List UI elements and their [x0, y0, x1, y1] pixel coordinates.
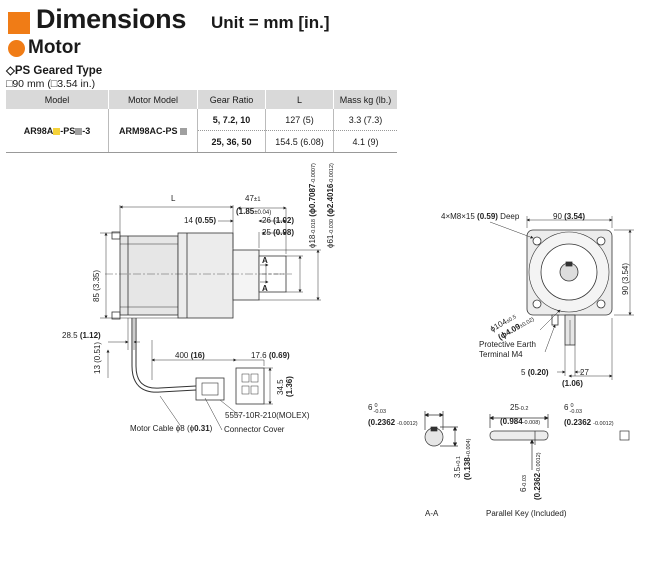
model-yellow-marker	[53, 127, 61, 135]
model-gray-marker	[75, 127, 83, 135]
connector-label: 5557-10R-210(MOLEX)	[225, 411, 310, 420]
section-label: A-A	[425, 509, 439, 518]
dim-34: 34.5	[276, 379, 285, 395]
length-cell: 127 (5)	[265, 109, 334, 131]
dim-L: L	[171, 194, 176, 203]
spec-table: Model Motor Model Gear Ratio L Mass kg (…	[6, 90, 397, 153]
dim-17: 17.6 (0.69)	[251, 351, 290, 360]
section-marker-dot	[8, 40, 25, 57]
section-arrow-a: A	[262, 284, 268, 293]
gear-ratio-cell: 5, 7.2, 10	[197, 109, 266, 131]
model-cell: AR98A -PS -3	[6, 109, 109, 153]
gear-ratio-cell: 25, 36, 50	[197, 130, 266, 153]
motor-model-text: ARM98AC-PS	[118, 125, 178, 136]
model-mid: -PS	[60, 125, 76, 136]
key-vertical-dim: 6-0.03	[519, 475, 528, 492]
motor-front-view	[526, 229, 613, 346]
page-title: Dimensions	[36, 4, 187, 34]
dim-26: 26 (1.02)	[262, 216, 294, 225]
dim-25: 25 (0.98)	[262, 228, 294, 237]
earth-label: Protective Earth	[479, 340, 536, 349]
dim-47-in: (1.85±0.04)	[236, 207, 271, 216]
dim-5: 5 (0.20)	[521, 368, 549, 377]
length-cell: 154.5 (6.08)	[265, 130, 334, 153]
cable-label: Motor Cable ϕ8 (ϕ0.31)	[130, 424, 213, 433]
col-header: Mass kg (lb.)	[333, 90, 397, 109]
dim-28: 28.5 (1.12)	[62, 331, 101, 340]
unit-label: Unit = mm [in.]	[211, 13, 330, 32]
key-length-dim: 25-0.2	[510, 403, 528, 412]
key-width-dim-in: (0.2362-0.0012)	[368, 418, 418, 427]
model-prefix: AR98A	[23, 125, 54, 136]
dim-400: 400 (16)	[175, 351, 205, 360]
cover-label: Connector Cover	[224, 425, 285, 434]
table-row: 25, 36, 50 154.5 (6.08) 4.1 (9)	[6, 130, 397, 153]
dim-27: 27	[580, 368, 589, 377]
key-label: Parallel Key (Included)	[486, 509, 567, 518]
key-vertical-dim-in: (0.2362-0.0012)	[533, 452, 542, 500]
motor-model-cell: ARM98AC-PS	[108, 109, 198, 153]
subsection-title: ◇PS Geared Type	[6, 65, 103, 77]
table-header-row: Model Motor Model Gear Ratio L Mass kg (…	[6, 90, 397, 109]
dim-34-in: (1.36)	[285, 376, 294, 397]
section-title: Motor	[28, 37, 81, 58]
table-row: AR98A -PS -3 ARM98AC-PS 5, 7.2, 10 127 (5)…	[6, 109, 397, 153]
dim-shaft-dia: ϕ18-0.018 (ϕ0.7087-0.0007)	[308, 163, 317, 248]
frame-size: □90 mm (□3.54 in.)	[6, 78, 96, 90]
dim-90-vertical: 90 (3.54)	[621, 263, 630, 295]
mass-cell: 4.1 (9)	[333, 130, 397, 153]
key-depth-dim-in: (0.138+0.004)	[463, 438, 472, 480]
col-header: L	[265, 90, 334, 109]
section-a-a-view	[424, 411, 458, 447]
dim-14: 14 (0.55)	[184, 216, 216, 225]
key-length-dim-in: (0.984-0.008)	[500, 417, 540, 426]
key-height-dim-in: (0.2362-0.0012)	[564, 418, 614, 427]
motor-cable	[131, 318, 265, 405]
dim-13: 13 (0.51)	[93, 342, 102, 374]
model-suffix: -3	[82, 125, 91, 136]
col-header: Model	[6, 90, 109, 109]
dim-pilot-dia: ϕ61-0.030 (ϕ2.4016-0.0012)	[326, 163, 335, 248]
motor-side-view	[105, 231, 292, 320]
section-marker-square	[8, 12, 30, 34]
dim-47: 47±1	[245, 194, 261, 203]
col-header: Motor Model	[108, 90, 198, 109]
dim-27-in: (1.06)	[562, 379, 583, 388]
key-depth-dim: 3.5+0.1	[453, 456, 462, 478]
motor-model-gray-marker	[180, 127, 188, 135]
dim-90: 90 (3.54)	[553, 212, 585, 221]
terminal-label: Terminal M4	[479, 350, 523, 359]
section-arrow-a: A	[262, 256, 268, 265]
mass-cell: 3.3 (7.3)	[333, 109, 397, 131]
col-header: Gear Ratio	[197, 90, 266, 109]
dim-holes: 4×M8×15 (0.59) Deep	[441, 212, 520, 221]
dim-85: 85 (3.35)	[92, 270, 101, 302]
parallel-key-view	[489, 414, 630, 470]
